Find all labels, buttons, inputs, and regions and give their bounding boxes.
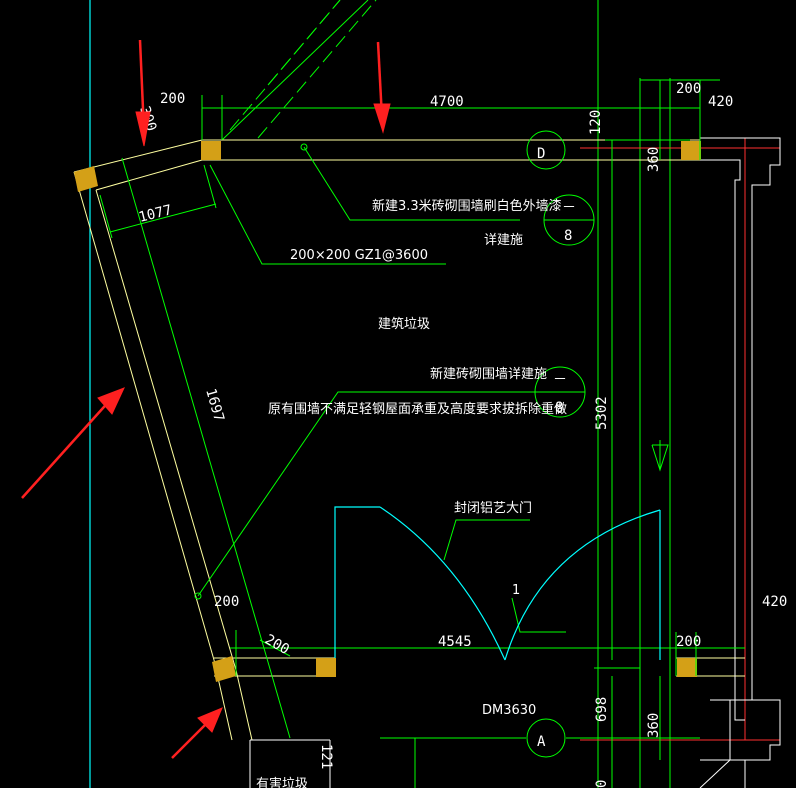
dim-5302: 5302 bbox=[594, 396, 610, 430]
note-see-arch: 详建施 bbox=[484, 233, 523, 248]
dim-200-tr: 200 bbox=[676, 81, 701, 97]
gate-number: 1 bbox=[512, 583, 520, 598]
walls bbox=[73, 139, 745, 741]
axis-bubble-D: D bbox=[526, 130, 566, 170]
svg-text:8: 8 bbox=[555, 400, 563, 416]
dim-4545: 4545 bbox=[438, 634, 472, 650]
column-top-left bbox=[201, 141, 221, 160]
axis-label-D: D bbox=[537, 146, 545, 162]
gate-arcs bbox=[334, 440, 669, 788]
dim-360-bot: 360 bbox=[646, 713, 662, 738]
axis-bubble-A: A bbox=[526, 718, 566, 758]
arrow-icon bbox=[373, 41, 391, 134]
column-bottom-mid bbox=[316, 658, 336, 677]
dim-200-br: 200 bbox=[676, 634, 701, 650]
area-label: 建筑垃圾 bbox=[378, 316, 430, 332]
arrow-icon bbox=[135, 39, 151, 147]
dimension-texts: 200 300 4700 200 420 120 360 1077 1697 5… bbox=[136, 81, 787, 788]
detail-ref-mid: － 8 bbox=[534, 366, 586, 418]
bottom-label: 有害垃圾 bbox=[256, 776, 308, 788]
dim-420-tr: 420 bbox=[708, 94, 733, 110]
dim-1077: 1077 bbox=[137, 202, 174, 226]
arrow-icon bbox=[171, 707, 223, 759]
dim-698: 698 bbox=[594, 697, 610, 722]
column-corner-top bbox=[74, 166, 98, 192]
note-wall-new2: 新建砖砌围墙详建施 bbox=[430, 366, 547, 382]
right-building-outline bbox=[249, 137, 781, 788]
red-arrows bbox=[21, 39, 391, 759]
arrow-icon bbox=[21, 387, 125, 499]
dim-200-left: 200 bbox=[214, 594, 239, 610]
note-wall-new: 新建3.3米砖砌围墙刷白色外墙漆 bbox=[372, 198, 562, 214]
dim-200-top: 200 bbox=[160, 91, 185, 107]
detail-ref-top: － 8 bbox=[543, 194, 595, 246]
annotation-texts: 新建3.3米砖砌围墙刷白色外墙漆 详建施 200×200 GZ1@3600 建筑… bbox=[256, 198, 567, 788]
axis-label-A: A bbox=[537, 734, 546, 750]
column-label: 200×200 GZ1@3600 bbox=[290, 248, 428, 263]
door-code: DM3630 bbox=[482, 703, 536, 718]
dimension-lines bbox=[99, 79, 745, 788]
column-bottom-right bbox=[677, 658, 697, 677]
svg-text:－: － bbox=[553, 372, 567, 388]
columns bbox=[74, 141, 701, 682]
leader-lines bbox=[194, 143, 566, 633]
axis-lines bbox=[89, 0, 780, 788]
note-old-wall: 原有围墙不满足轻钢屋面承重及高度要求拔拆除重做 bbox=[268, 401, 567, 417]
dashed-structure-lines bbox=[221, 0, 377, 141]
dim-4700: 4700 bbox=[430, 94, 464, 110]
column-corner-bottom bbox=[212, 656, 236, 682]
dim-120: 120 bbox=[588, 110, 604, 135]
dim-360-top: 360 bbox=[646, 147, 662, 172]
svg-text:8: 8 bbox=[564, 228, 572, 244]
svg-text:－: － bbox=[562, 200, 576, 216]
column-top-right bbox=[681, 141, 701, 160]
dim-0: 0 bbox=[594, 780, 610, 788]
dim-1697: 1697 bbox=[202, 387, 227, 424]
dim-420-right: 420 bbox=[762, 594, 787, 610]
dim-121: 121 bbox=[318, 744, 334, 769]
gate-label: 封闭铝艺大门 bbox=[454, 501, 532, 516]
